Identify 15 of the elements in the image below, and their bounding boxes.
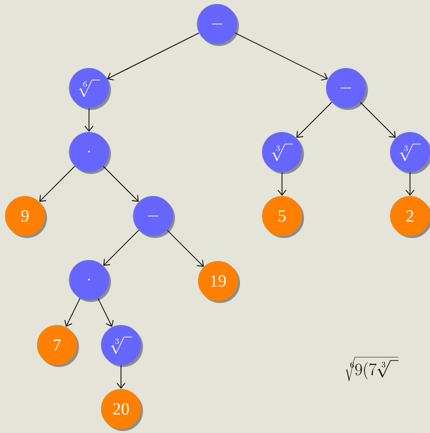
arrow: [116, 364, 126, 389]
arrow: [406, 172, 414, 196]
arrow: [234, 32, 328, 80]
arrow: [107, 32, 200, 80]
arrow: [360, 102, 396, 138]
arrow: [64, 298, 80, 327]
arrow: [103, 230, 140, 266]
arrow: [39, 166, 76, 202]
formula: $\sqrt[6]{9(7\sqrt[3]{\phantom{0}}}$: [346, 356, 398, 381]
arrow: [84, 108, 94, 132]
arrow: [278, 172, 286, 196]
arrow: [98, 298, 114, 327]
arrow: [102, 166, 139, 202]
arrow: [166, 230, 204, 267]
arrow: [296, 102, 332, 138]
